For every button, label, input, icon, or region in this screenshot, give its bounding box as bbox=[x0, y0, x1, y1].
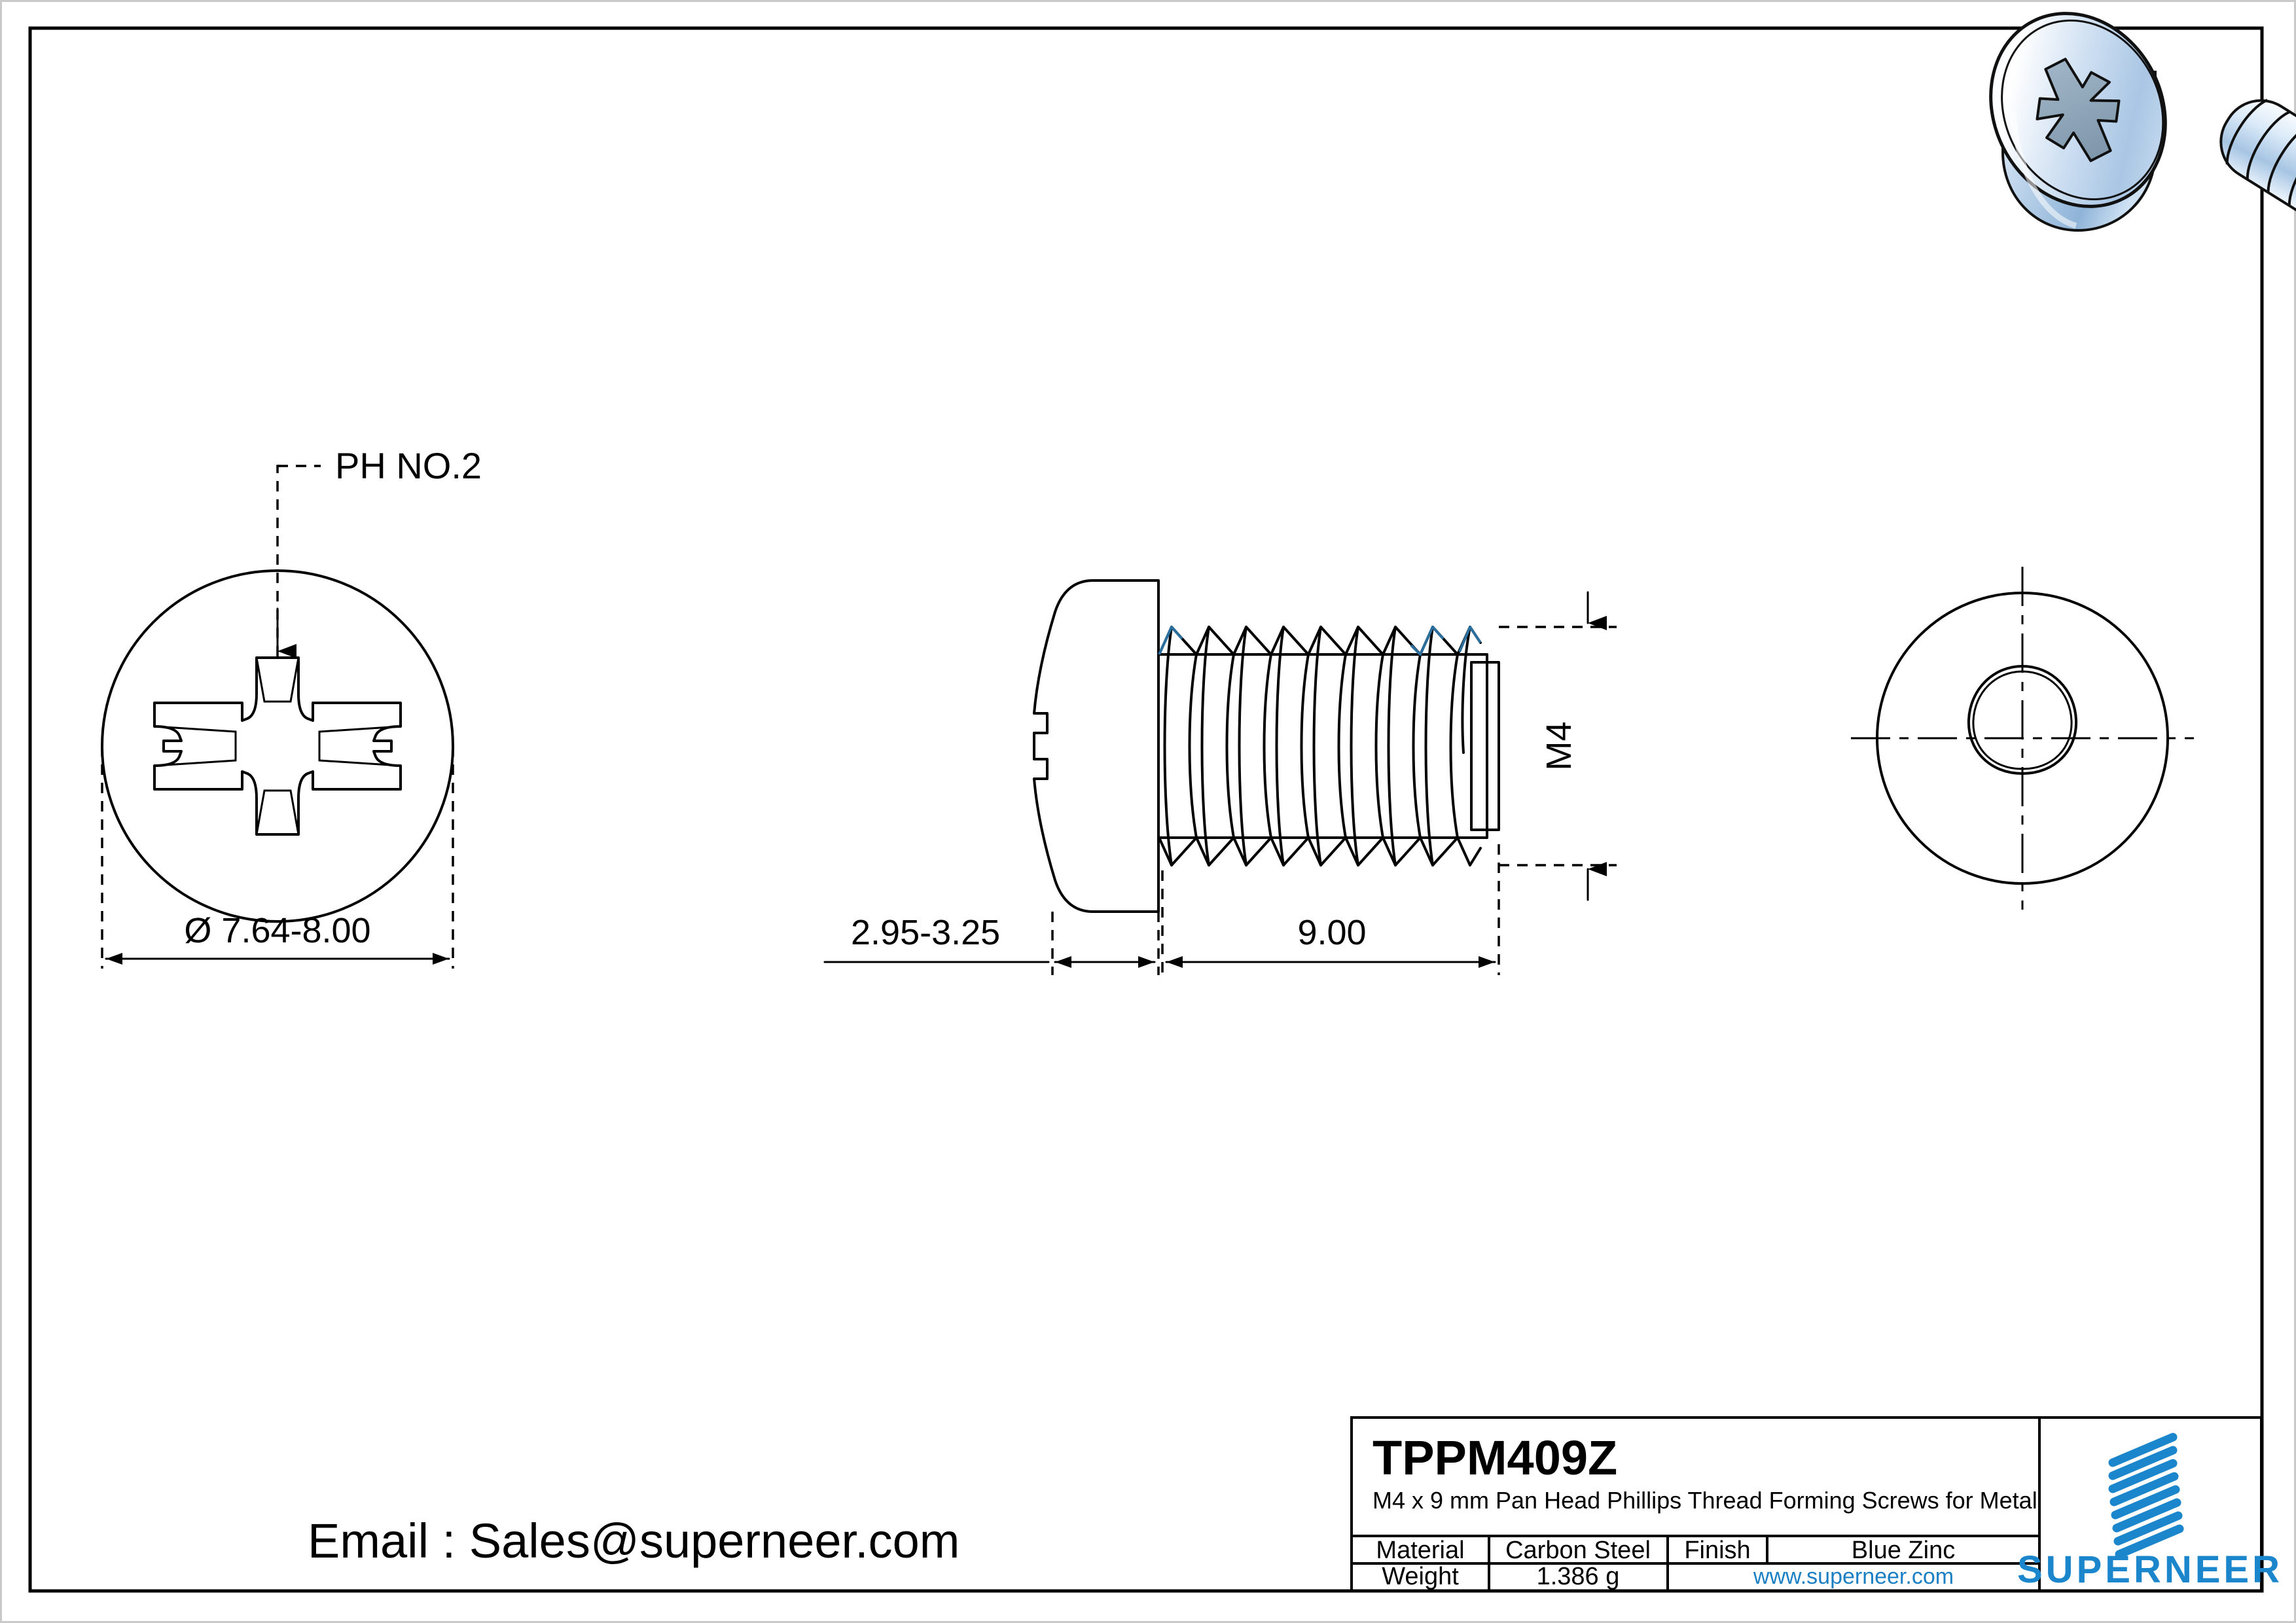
head-end-view: PH NO.2 Ø 7.64-8.00 bbox=[101, 445, 482, 969]
superneer-logo: SUPERNEER bbox=[2017, 1433, 2283, 1591]
logo-stripes-icon bbox=[2108, 1433, 2184, 1559]
weight-label: Weight bbox=[1382, 1563, 1459, 1590]
shank-body bbox=[1157, 653, 1488, 839]
brand-name: SUPERNEER bbox=[2017, 1548, 2283, 1591]
head-height-label: 2.95-3.25 bbox=[851, 913, 1000, 952]
finish-label: Finish bbox=[1684, 1537, 1750, 1564]
thread-diameter-dimension: M4 bbox=[1499, 591, 1617, 901]
part-code: TPPM409Z bbox=[1372, 1431, 1617, 1485]
head-diameter-dimension: Ø 7.64-8.00 bbox=[101, 746, 454, 969]
thread-helix bbox=[1158, 626, 1482, 866]
recess-callout-label: PH NO.2 bbox=[335, 445, 482, 486]
email-line: Email : Sales@superneer.com bbox=[308, 1514, 960, 1568]
thread-length-dimension: 9.00 bbox=[1161, 844, 1500, 975]
head-height-dimension: 2.95-3.25 bbox=[823, 912, 1160, 975]
side-profile-view: 2.95-3.25 9.00 M4 bbox=[823, 579, 1617, 975]
pan-head-profile bbox=[1033, 579, 1160, 913]
recess-callout-leader bbox=[276, 465, 321, 658]
title-block: TPPM409Z M4 x 9 mm Pan Head Phillips Thr… bbox=[1350, 1416, 2283, 1592]
part-description: M4 x 9 mm Pan Head Phillips Thread Formi… bbox=[1372, 1487, 2037, 1514]
finish-value: Blue Zinc bbox=[1852, 1537, 1955, 1564]
material-label: Material bbox=[1376, 1537, 1464, 1564]
thread-end-tip bbox=[1470, 661, 1500, 831]
thread-diameter-label: M4 bbox=[1539, 721, 1579, 770]
material-value: Carbon Steel bbox=[1505, 1537, 1651, 1564]
point-end-view bbox=[1851, 567, 2194, 910]
isometric-render bbox=[1989, 12, 2296, 256]
weight-value: 1.386 g bbox=[1537, 1563, 1620, 1590]
thread-crest-accent bbox=[1158, 626, 1482, 656]
thread-length-label: 9.00 bbox=[1297, 913, 1366, 952]
render-head bbox=[1989, 12, 2167, 232]
website-link[interactable]: www.superneer.com bbox=[1753, 1564, 1954, 1589]
phillips-recess-shape bbox=[153, 656, 402, 836]
drawing-frame bbox=[28, 26, 2264, 1593]
head-diameter-label: Ø 7.64-8.00 bbox=[184, 911, 370, 950]
recess-inner-detail bbox=[153, 656, 402, 836]
